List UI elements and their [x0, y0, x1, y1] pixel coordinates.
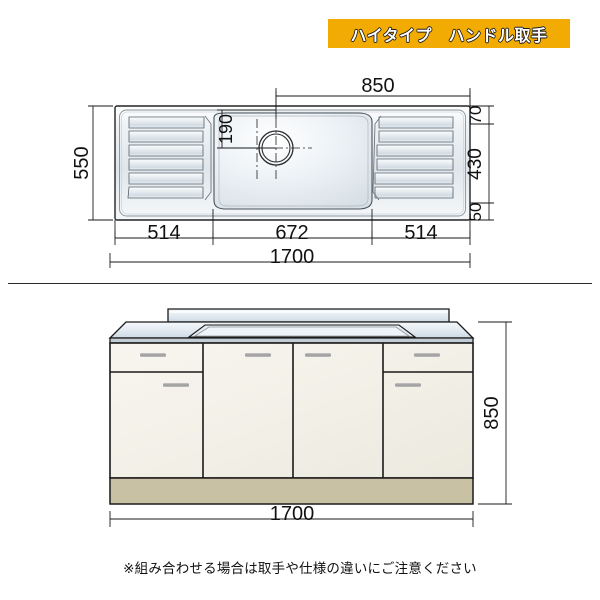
- top-view-group: 550 850 190: [71, 75, 494, 268]
- section-divider: [8, 283, 592, 284]
- dim-label-550: 550: [71, 146, 93, 179]
- toe-kick: [109, 477, 474, 505]
- basin-inner-outline: [218, 115, 369, 207]
- dim-width-1700-bottom: [109, 511, 474, 527]
- handle-right-door: [395, 383, 421, 387]
- groove-right-2: [378, 130, 454, 143]
- groove-right-3: [376, 144, 454, 157]
- dim-label-1700-bottom: 1700: [270, 503, 315, 525]
- groove-left-5: [128, 172, 204, 185]
- groove-right-5: [374, 172, 454, 185]
- dim-label-1700-top: 1700: [270, 246, 315, 268]
- dim-850: [275, 88, 471, 119]
- dim-label-672: 672: [275, 222, 308, 244]
- dim-label-50: 50: [466, 203, 485, 222]
- type-badge: ハイタイプ ハンドル取手: [328, 19, 570, 48]
- dim-depth-550: [88, 105, 113, 221]
- type-badge-label: ハイタイプ ハンドル取手: [350, 27, 548, 45]
- sink-cutout-inner: [193, 326, 411, 337]
- footer-note: ※組み合わせる場合は取手や仕様の違いにご注意ください: [123, 561, 477, 577]
- groove-left-4: [128, 158, 204, 171]
- groove-right-4: [376, 158, 454, 171]
- dim-190: [217, 109, 276, 149]
- handle-left-door: [163, 383, 189, 387]
- dim-overall-1700-top: [109, 253, 471, 268]
- dim-right-chain: [470, 105, 494, 221]
- dim-label-514-left: 514: [147, 222, 180, 244]
- dim-label-514-right: 514: [404, 222, 437, 244]
- groove-right-6: [374, 186, 454, 199]
- groove-left-1: [128, 116, 205, 129]
- dim-height-850: [478, 321, 512, 505]
- groove-left-3: [128, 144, 204, 157]
- handle-center-right-door: [305, 353, 331, 357]
- handle-left-drawer: [140, 353, 166, 357]
- dim-label-850-height: 850: [481, 396, 503, 429]
- sink-inner-rim: [119, 109, 466, 217]
- front-view-group: 850 1700: [108, 308, 512, 527]
- left-drainboard: [127, 116, 205, 199]
- left-drainboard-edge: [204, 115, 212, 201]
- dim-label-70: 70: [466, 106, 485, 125]
- dim-label-430: 430: [465, 148, 486, 180]
- groove-left-6: [127, 186, 204, 199]
- sink-inner-rim-highlight: [121, 111, 464, 215]
- dim-label-850: 850: [361, 75, 394, 97]
- dim-label-190: 190: [216, 114, 236, 144]
- groove-left-2: [128, 130, 204, 143]
- right-drainboard-edge: [372, 115, 382, 201]
- cabinet-body: [109, 342, 474, 479]
- sink-basin: [213, 112, 373, 210]
- backsplash: [167, 308, 450, 323]
- groove-right-1: [378, 116, 454, 129]
- dim-bottom-chain: [114, 209, 471, 245]
- handle-center-left-door: [245, 353, 271, 357]
- handle-right-drawer: [414, 353, 440, 357]
- basin-outline: [213, 112, 373, 210]
